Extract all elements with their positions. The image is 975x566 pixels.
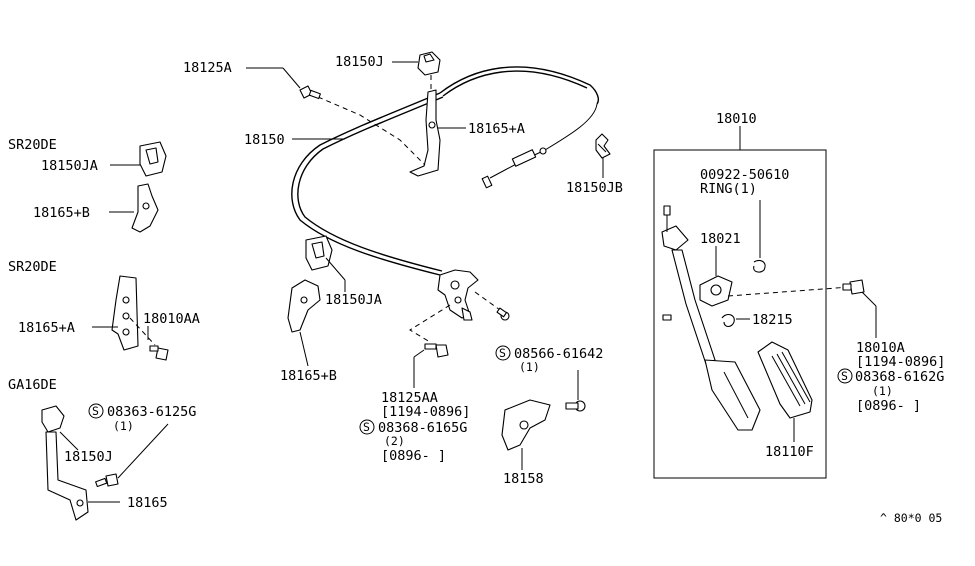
bolt-cable-end[interactable] xyxy=(496,307,510,321)
screw-symbol-08368-6162G: S xyxy=(837,368,853,384)
label-08368-6162G-qty: (1) xyxy=(872,384,893,398)
label-08368-6165G-qty: (2) xyxy=(384,434,405,448)
label-18150J-top: 18150J xyxy=(335,54,384,70)
pedal-pad-arm-end[interactable] xyxy=(704,359,761,431)
label-18165: 18165 xyxy=(127,495,168,511)
bracket-18165[interactable] xyxy=(45,431,89,521)
bracket-18165B-mid[interactable] xyxy=(287,279,321,333)
label-18165B-left: 18165+B xyxy=(33,205,90,221)
label-18165B-mid: 18165+B xyxy=(280,368,337,384)
label-08368-6162G: 08368-6162G xyxy=(855,369,944,385)
label-18165A-left: 18165+A xyxy=(18,320,75,336)
clip-18150JA-left[interactable] xyxy=(139,141,167,177)
accelerator-cable-18150[interactable] xyxy=(291,66,599,276)
svg-text:S: S xyxy=(841,369,848,383)
label-08363-6125G-qty: (1) xyxy=(113,419,134,433)
label-18165A-top: 18165+A xyxy=(468,121,525,137)
bolt-18010A[interactable] xyxy=(842,279,865,295)
label-08368-6162G-date: [0896- ] xyxy=(856,398,921,414)
label-18010AA: 18010AA xyxy=(143,311,200,327)
clip-18150J-top[interactable] xyxy=(417,51,441,76)
label-18125A: 18125A xyxy=(183,60,232,76)
label-18125AA-date: [1194-0896] xyxy=(381,404,470,420)
label-18150JA-left: 18150JA xyxy=(41,158,98,174)
label-engine-ga16de: GA16DE xyxy=(8,377,57,393)
label-18150JB: 18150JB xyxy=(566,180,623,196)
label-18125AA: 18125AA xyxy=(381,390,438,406)
label-18010A-date: [1194-0896] xyxy=(856,354,945,370)
label-08368-6165G: 08368-6165G xyxy=(378,420,467,436)
pivot-pin xyxy=(662,314,672,321)
accelerator-pedal-arm-18010[interactable] xyxy=(661,205,716,365)
screw-symbol-08566-61642: S xyxy=(495,345,511,361)
footer-code: ^ 80*0 05 xyxy=(880,511,942,525)
cable-end-bracket[interactable] xyxy=(437,269,479,321)
bolt-08363-6125G[interactable] xyxy=(95,473,119,488)
label-18158: 18158 xyxy=(503,471,544,487)
clip-18150JA-mid[interactable] xyxy=(305,235,333,271)
bolt-18010AA[interactable] xyxy=(149,345,169,361)
label-08363-6125G: 08363-6125G xyxy=(107,404,196,420)
screw-symbol-08368-6165G: S xyxy=(359,419,375,435)
bracket-18165A-top[interactable] xyxy=(409,89,441,177)
label-engine-sr20de-1: SR20DE xyxy=(8,137,57,153)
label-08368-6165G-date: [0896- ] xyxy=(381,448,446,464)
bracket-18165B-left[interactable] xyxy=(131,183,159,233)
pivot-block-18021[interactable] xyxy=(699,275,733,307)
bracket-18158[interactable] xyxy=(501,399,551,451)
screw-symbol-08363-6125G: S xyxy=(88,403,104,419)
label-18010: 18010 xyxy=(716,111,757,127)
bolt-08566-61642[interactable] xyxy=(565,400,586,412)
bolt-18125A[interactable] xyxy=(299,85,321,100)
ring-clip[interactable] xyxy=(753,259,766,273)
svg-text:S: S xyxy=(363,420,370,434)
label-18150J-left: 18150J xyxy=(64,449,113,465)
bracket-18165A-left[interactable] xyxy=(111,275,139,351)
clip-18150JB[interactable] xyxy=(595,133,611,159)
label-18215: 18215 xyxy=(752,312,793,328)
label-18150: 18150 xyxy=(244,132,285,148)
label-08566-61642: 08566-61642 xyxy=(514,346,603,362)
clip-18150J-left[interactable] xyxy=(41,405,65,433)
svg-text:S: S xyxy=(92,404,99,418)
label-18021: 18021 xyxy=(700,231,741,247)
svg-text:S: S xyxy=(499,346,506,360)
label-18150JA-mid: 18150JA xyxy=(325,292,382,308)
label-ring-name: RING(1) xyxy=(700,181,757,197)
pedal-pad-18110F[interactable] xyxy=(757,341,813,419)
label-ring-part: 00922-50610 xyxy=(700,167,789,183)
clip-18215[interactable] xyxy=(721,313,735,328)
label-18010A: 18010A xyxy=(856,340,905,356)
label-18110F: 18110F xyxy=(765,444,814,460)
label-engine-sr20de-2: SR20DE xyxy=(8,259,57,275)
label-08566-61642-qty: (1) xyxy=(519,360,540,374)
bolt-18125AA[interactable] xyxy=(424,343,449,358)
